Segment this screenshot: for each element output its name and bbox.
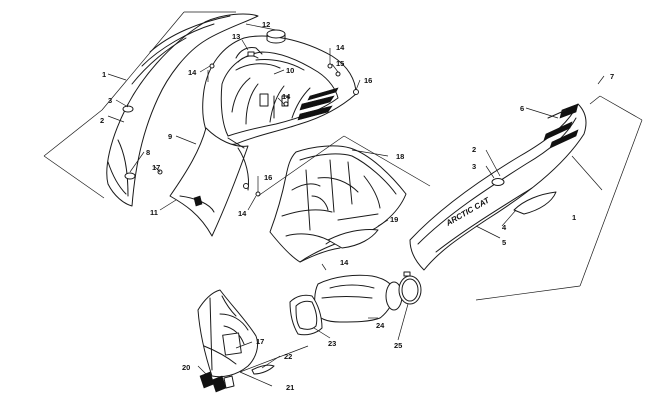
callout-11: 11 [150,208,158,217]
callout-14-a: 14 [188,68,197,77]
trim-strip [251,364,275,375]
callout-14-e: 14 [340,258,349,267]
callout-labels: 1 1 2 2 3 3 4 5 6 7 8 9 10 11 12 13 14 1… [100,20,614,392]
hose-clamp [398,271,422,305]
callout-7: 7 [610,72,614,81]
callout-1-right: 1 [572,213,576,222]
mounting-clips [199,371,235,393]
seal-strip [327,229,379,249]
callout-12: 12 [262,20,270,29]
callout-20: 20 [182,363,190,372]
lower-front-grille [197,289,259,378]
callout-13: 13 [232,32,240,41]
right-side-panel [409,103,587,271]
callout-4: 4 [502,223,507,232]
callout-2-left: 2 [100,116,104,125]
lower-grille-bracket [239,345,309,387]
callout-16-a: 16 [364,76,372,85]
hood-nose-assembly [169,35,357,237]
right-panel-bracket [475,95,643,301]
callout-19: 19 [390,215,398,224]
callout-21: 21 [286,383,294,392]
callout-24: 24 [376,321,385,330]
callout-14-c: 14 [336,43,345,52]
callout-18: 18 [396,152,404,161]
callout-15: 15 [336,59,344,68]
duct-frame [289,294,323,336]
callout-14-d: 14 [238,209,247,218]
callout-25: 25 [394,341,402,350]
callout-17-b: 17 [256,337,264,346]
callout-2-right: 2 [472,145,476,154]
left-panel-bracket [43,11,236,199]
callout-8: 8 [146,148,150,157]
callout-14-b: 14 [282,92,291,101]
callout-22: 22 [284,352,292,361]
leader-lines [107,23,605,375]
callout-17-a: 17 [152,163,160,172]
callout-3-left: 3 [108,96,112,105]
callout-10: 10 [286,66,294,75]
callout-9: 9 [168,132,172,141]
air-intake-duct [314,274,403,323]
left-side-panel [106,13,259,207]
callout-23: 23 [328,339,336,348]
callout-3-right: 3 [472,162,476,171]
callout-16-b: 16 [264,173,272,182]
callout-5: 5 [502,238,506,247]
console-bracket [257,135,431,197]
callout-1-left: 1 [102,70,106,79]
callout-6: 6 [520,104,524,113]
